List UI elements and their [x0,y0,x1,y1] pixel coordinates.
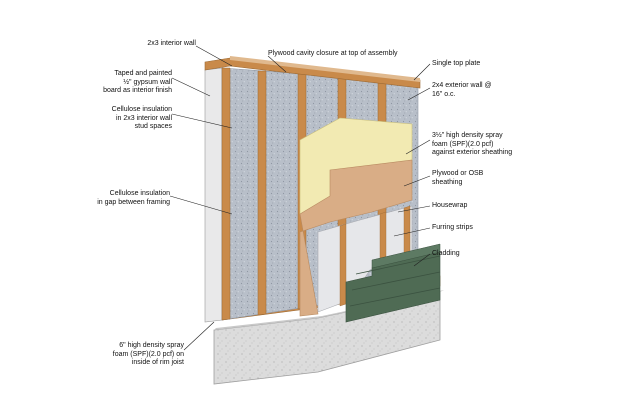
cladding-siding [345,243,441,323]
label-cladding: Cladding [432,250,460,257]
label-cellulose-2x3: Cellulose insulation in 2x3 interior wal… [111,106,172,130]
label-spf-sheathing: 3½" high density spray foam (SPF)(2.0 pc… [432,132,513,156]
leader-lines [169,45,431,351]
label-exterior-wall: 2x4 exterior wall @ 16" o.c. [432,82,492,98]
foundation [213,290,444,385]
label-housewrap: Housewrap [432,202,468,209]
osb-sheathing [299,159,413,317]
label-interior-wall: 2x3 interior wall [147,40,196,47]
label-osb: Plywood or OSB sheathing [432,170,484,186]
label-plywood-closure: Plywood cavity closure at top of assembl… [268,50,398,57]
label-furring: Furring strips [432,224,473,231]
label-gypsum: Taped and painted ½" gypsum wall board a… [103,70,172,94]
label-rim-foam: 6" high density spray foam (SPF)(2.0 pcf… [112,342,184,366]
label-top-plate: Single top plate [432,60,481,67]
top-plate [204,56,421,89]
label-cellulose-gap: Cellulose insulation in gap between fram… [97,190,170,206]
